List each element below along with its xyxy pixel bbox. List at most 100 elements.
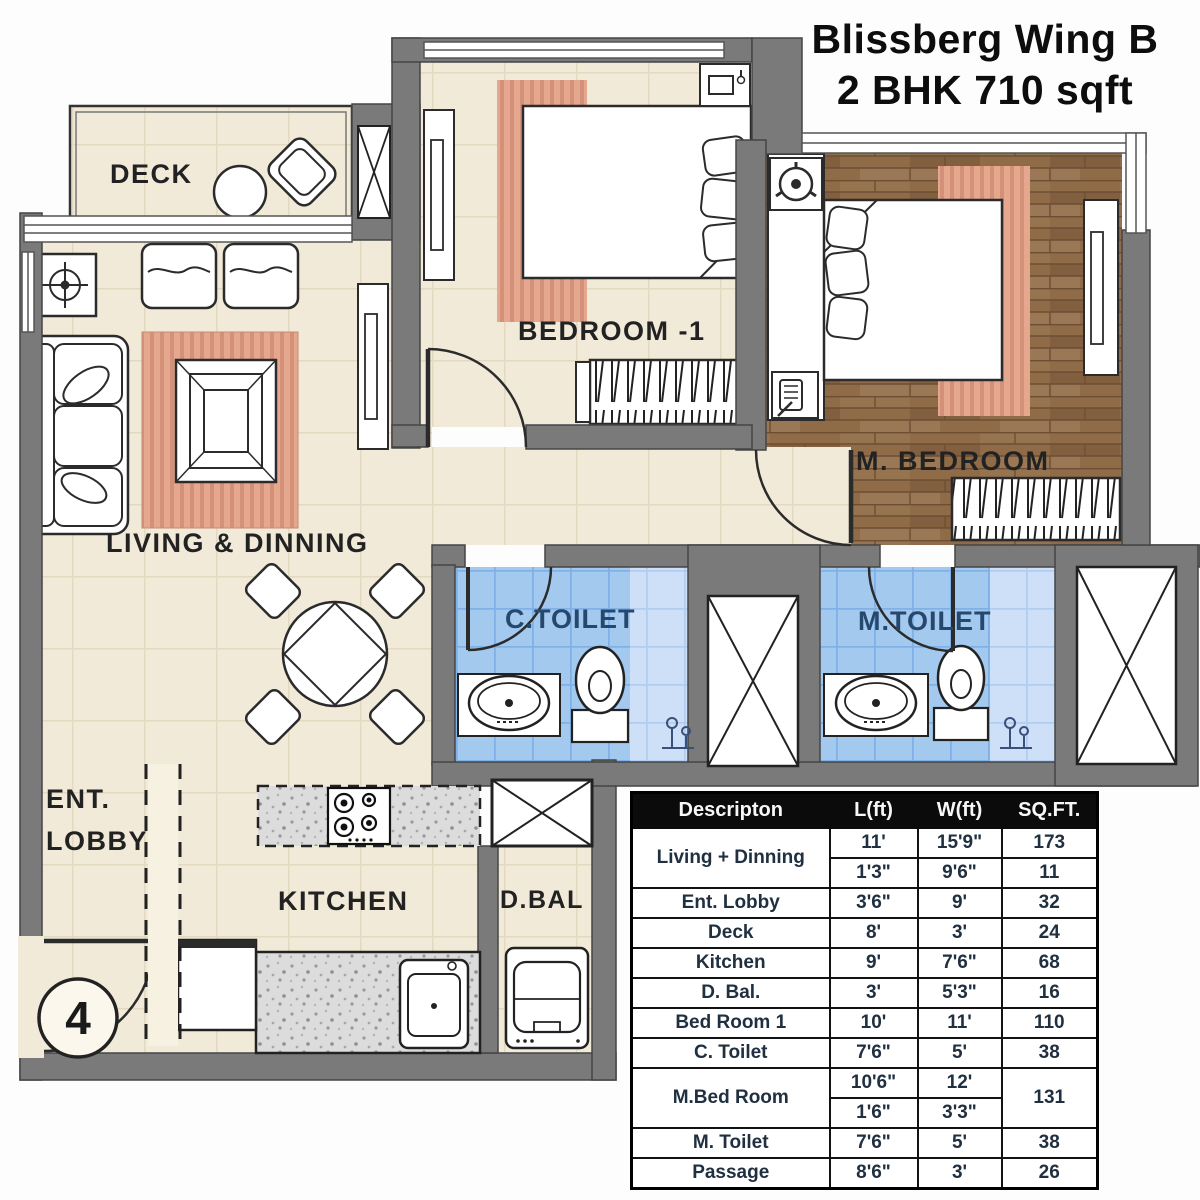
area-table-value-cell: 7'6" (828, 1127, 919, 1159)
bedroom1-tv-unit (423, 109, 455, 281)
area-table-value-cell: 1'3" (828, 857, 919, 889)
duct-above-dbal (490, 778, 594, 848)
area-table-description-cell: Passage (630, 1157, 831, 1190)
windows (21, 41, 1147, 333)
shafts (357, 125, 1178, 848)
mtoilet-shower-icon (1000, 717, 1032, 749)
ctoilet-shower-icon (662, 717, 694, 749)
area-table-value-cell: 38 (1000, 1127, 1099, 1159)
area-table-value-cell: 26 (1000, 1157, 1099, 1190)
plan-title-line1: Blissberg Wing B (811, 16, 1159, 62)
area-table-value-cell: 9'6" (916, 857, 1003, 889)
bedroom1-dressing-unit (699, 63, 751, 107)
deck-chair (267, 137, 337, 207)
wall-living-bedroom1 (391, 37, 421, 449)
living-side-window (21, 251, 35, 333)
common-toilet-label: C.TOILET (505, 604, 636, 634)
area-table-value-cell: 3' (916, 917, 1003, 949)
area-table-value-cell: 12' (916, 1067, 1003, 1099)
master-bedroom-label: M. BEDROOM (856, 446, 1050, 476)
unit-number-badge: 4 (37, 977, 119, 1059)
common-toilet-fixtures (457, 645, 694, 749)
area-table-value-cell: 16 (1000, 977, 1099, 1009)
wall-kitchen-dbal (477, 845, 499, 1054)
area-table-value-cell: 11' (828, 827, 919, 859)
area-table-value-cell: 24 (1000, 917, 1099, 949)
dry-balcony-label: D.BAL (500, 886, 584, 914)
area-table-value-cell: 9' (916, 887, 1003, 919)
wall-ctoilet-left (431, 564, 456, 766)
area-table-value-cell: 68 (1000, 947, 1099, 979)
area-table-description-cell: C. Toilet (630, 1037, 831, 1069)
room-labels: DECK LIVING & DINNING BEDROOM -1 M. BEDR… (46, 159, 1050, 916)
area-table-description-cell: Living + Dinning (630, 827, 831, 889)
area-table-value-cell: 8' (828, 917, 919, 949)
area-table-value-cell: 5' (916, 1127, 1003, 1159)
master-bedroom-parapet-top (801, 132, 1147, 154)
bedroom1-label: BEDROOM -1 (518, 316, 706, 346)
area-table-value-cell: 11' (916, 1007, 1003, 1039)
master-toilet-door (867, 566, 955, 653)
area-table-row: 1'6"3'3" (632, 1097, 1098, 1129)
area-table-value-cell: 32 (1000, 887, 1099, 919)
deck-table (212, 164, 268, 220)
wall-bedroom1-mbed (735, 139, 767, 451)
ottoman-1 (140, 242, 218, 310)
ceiling-fan-icon (769, 157, 823, 211)
master-toilet-fixtures (823, 644, 1032, 749)
coffee-table (174, 358, 278, 484)
gas-stove (326, 786, 392, 846)
area-table-description-cell: D. Bal. (630, 977, 831, 1009)
area-table-value-cell: 10'6" (828, 1067, 919, 1099)
area-table-description-cell: M.Bed Room (630, 1067, 831, 1129)
area-table-value-cell: 8'6" (828, 1157, 919, 1190)
area-table-description-cell: Bed Room 1 (630, 1007, 831, 1039)
plan-title: Blissberg Wing B 2 BHK 710 sqft (770, 14, 1200, 117)
wall-bottom (19, 1052, 617, 1081)
area-table-value-cell: 9' (828, 947, 919, 979)
master-toilet-shower-zone (990, 567, 1055, 762)
living-deck-window (23, 215, 353, 243)
area-table-value-cell: 3'6" (828, 887, 919, 919)
lobby-label-line2: LOBBY (46, 826, 148, 856)
dining-table (244, 562, 426, 746)
duct-right-shaft (1075, 565, 1178, 766)
common-toilet-shower-zone (630, 567, 688, 762)
ottoman-2 (222, 242, 300, 310)
master-bedroom-wardrobe (950, 476, 1122, 542)
living-label: LIVING & DINNING (106, 528, 369, 558)
area-table-value-cell: 131 (1000, 1067, 1099, 1129)
mtoilet-wc (932, 644, 990, 742)
kitchen-sink (398, 958, 470, 1050)
area-table-description-cell: Ent. Lobby (630, 887, 831, 919)
kitchen-label: KITCHEN (278, 886, 409, 916)
deck-label: DECK (110, 159, 193, 189)
sofa (26, 334, 130, 536)
master-bed (822, 198, 1004, 382)
area-table-header-cell: L(ft) (828, 791, 919, 829)
master-bedroom-tv-unit (1083, 199, 1119, 376)
duct-near-deck (357, 125, 391, 219)
wall-bedroom1-door-stub (391, 424, 429, 448)
refrigerator (176, 938, 258, 1032)
area-table-value-cell: 7'6" (916, 947, 1003, 979)
area-table-value-cell: 10' (828, 1007, 919, 1039)
unit-number-text: 4 (65, 992, 91, 1044)
area-table-description-cell: Deck (630, 917, 831, 949)
wall-bedroom1-mbed-stub (751, 37, 803, 155)
area-table-row: 1'3"9'6"11 (632, 857, 1099, 889)
kitchen-fixtures (176, 784, 482, 1055)
master-bedroom-parapet-right (1125, 132, 1147, 234)
area-table-value-cell: 1'6" (828, 1097, 919, 1129)
area-table-value-cell: 3' (916, 1157, 1003, 1190)
area-table-value-cell: 5' (916, 1037, 1003, 1069)
